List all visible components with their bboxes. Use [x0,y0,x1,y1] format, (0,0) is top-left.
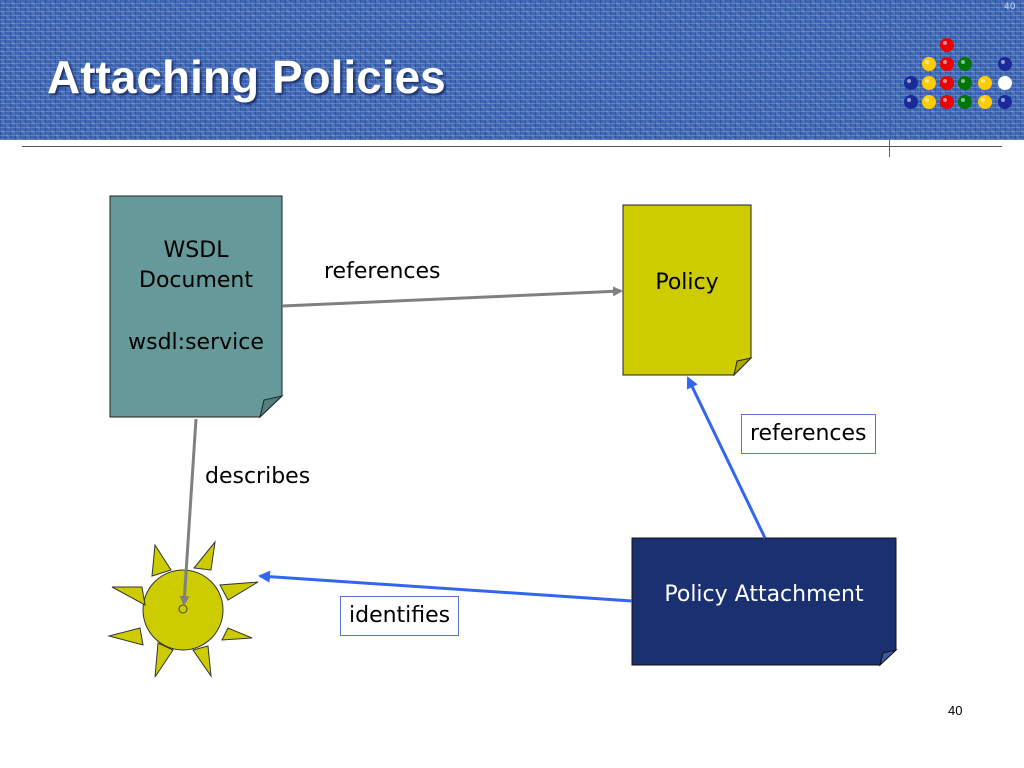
edge-label-describes: describes [205,464,311,489]
logo-dot [904,76,918,90]
arrow-attachment-to-service [258,570,633,603]
logo-dot [978,76,992,90]
policy-attachment-label: Policy Attachment [664,582,864,607]
logo-dot [978,95,992,109]
wsdl-document-fold [259,395,284,419]
logo-dot [940,76,954,90]
title-banner [0,0,1024,140]
logo-dot [940,38,954,52]
logo-dot [940,57,954,71]
logo-dot [904,95,918,109]
policy-attachment-fold [879,649,898,667]
logo-dot [958,57,972,71]
logo-dot [958,95,972,109]
wsdl-label-line2: Document [139,268,253,293]
logo-dot [922,57,936,71]
edge-label-references-attachment: references [741,414,876,454]
arrow-wsdl-to-service [179,418,198,606]
slide-title: Attaching Policies [47,51,446,103]
slide-number: 40 [948,703,963,718]
wsdl-label-line1: WSDL [163,238,229,263]
policy-document-fold [733,357,753,377]
logo-dot [922,76,936,90]
corner-slide-number: 40 [1004,2,1016,12]
wsdl-document-label: WSDL Document [110,236,282,296]
wsdl-document-shape [109,195,283,418]
logo-dot [998,95,1012,109]
header-vertical-rule [889,0,890,157]
logo-dot [998,57,1012,71]
wsdl-service-label: wsdl:service [128,330,264,355]
edge-label-identifies: identifies [340,596,460,636]
policy-label: Policy [655,270,719,295]
logo-dot [958,76,972,90]
edge-label-references-wsdl: references [324,259,441,284]
sun-icon [107,540,259,678]
logo-dot [998,76,1012,90]
arrow-wsdl-to-policy [281,286,623,308]
logo-dot [940,95,954,109]
logo-dot [922,95,936,109]
arrow-attachment-to-policy [686,376,767,539]
header-horizontal-rule [22,146,1002,147]
